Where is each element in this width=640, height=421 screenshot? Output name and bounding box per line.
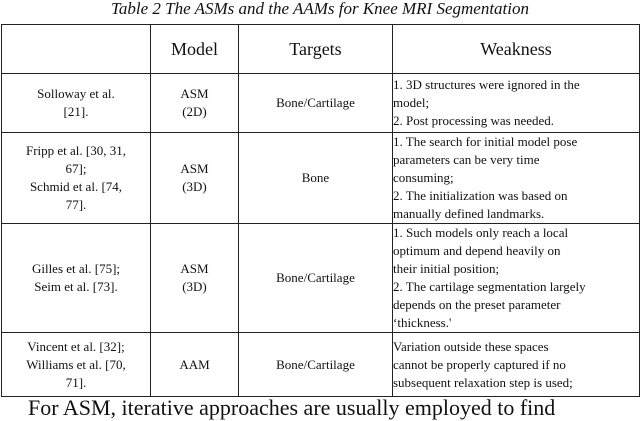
author-line: Gilles et al. [75]; — [31, 261, 121, 276]
author-line: Seim et al. [73]. — [34, 279, 118, 294]
author-line: [21]. — [63, 104, 89, 119]
model-cell: AAM — [150, 332, 239, 397]
table-row: Vincent et al. [32]; Williams et al. [70… — [1, 332, 640, 397]
table-row: Fripp et al. [30, 31, 67]; Schmid et al.… — [1, 132, 640, 224]
model-line: ASM — [180, 261, 209, 276]
weakness-cell: 1. Such models only reach a local optimu… — [392, 223, 640, 333]
author-cell: Fripp et al. [30, 31, 67]; Schmid et al.… — [1, 132, 151, 224]
weakness-line: 2. The initialization was based on — [393, 188, 568, 203]
header-model: Model — [150, 24, 239, 74]
table-caption: Table 2 The ASMs and the AAMs for Knee M… — [110, 0, 530, 18]
weakness-line: depends on the preset parameter — [393, 297, 561, 312]
author-line: Schmid et al. [74, — [29, 179, 123, 194]
model-cell: ASM (2D) — [150, 73, 239, 133]
weakness-line: 2. Post processing was needed. — [393, 113, 555, 128]
weakness-line: 2. The cartilage segmentation largely — [393, 279, 586, 294]
targets-cell: Bone/Cartilage — [238, 332, 393, 397]
weakness-line: 1. The search for initial model pose — [393, 134, 578, 149]
targets-cell: Bone/Cartilage — [238, 73, 393, 133]
table-row: Gilles et al. [75]; Seim et al. [73]. AS… — [1, 223, 640, 333]
model-cell: ASM (3D) — [150, 223, 239, 333]
targets-cell: Bone — [238, 132, 393, 224]
weakness-line: Variation outside these spaces — [393, 338, 549, 354]
author-line: Fripp et al. [30, 31, — [25, 143, 126, 158]
model-line: ASM — [180, 161, 209, 176]
author-line: Vincent et al. [32]; — [27, 338, 125, 354]
weakness-line: ‘thickness.' — [393, 315, 452, 330]
author-cell: Solloway et al. [21]. — [1, 73, 151, 133]
weakness-line: parameters can be very time — [393, 152, 540, 167]
author-line: 71]. — [65, 374, 87, 390]
weakness-line: subsequent relaxation step is used; — [393, 374, 573, 390]
weakness-line: 1. Such models only reach a local — [393, 225, 569, 240]
author-line: Williams et al. [70, — [26, 356, 126, 372]
header-weakness: Weakness — [392, 24, 640, 74]
author-line: Solloway et al. — [37, 86, 115, 101]
body-text-line: For ASM, iterative approaches are usuall… — [28, 395, 556, 420]
weakness-line: manually defined landmarks. — [393, 206, 545, 221]
table-row: Solloway et al. [21]. ASM (2D) Bone/Cart… — [1, 73, 640, 133]
model-line: ASM — [180, 86, 209, 101]
header-author — [1, 24, 151, 74]
weakness-cell: 1. 3D structures were ignored in the mod… — [392, 73, 640, 133]
author-line: 67]; — [65, 161, 87, 176]
author-line: 77]. — [65, 197, 87, 212]
weakness-line: optimum and depend heavily on — [393, 243, 561, 258]
weakness-cell: 1. The search for initial model pose par… — [392, 132, 640, 224]
weakness-line: their initial position; — [393, 261, 500, 276]
weakness-line: 1. 3D structures were ignored in the — [393, 77, 580, 92]
weakness-cell: Variation outside these spaces cannot be… — [392, 332, 640, 397]
model-cell: ASM (3D) — [150, 132, 239, 224]
segmentation-methods-table: Model Targets Weakness Solloway et al. [… — [1, 24, 640, 397]
targets-cell: Bone/Cartilage — [238, 223, 393, 333]
author-cell: Vincent et al. [32]; Williams et al. [70… — [1, 332, 151, 397]
model-line: (2D) — [182, 104, 207, 119]
model-line: AAM — [179, 356, 210, 372]
table-header-row: Model Targets Weakness — [1, 24, 640, 74]
model-line: (3D) — [182, 179, 207, 194]
weakness-line: cannot be properly captured if no — [393, 356, 566, 372]
model-line: (3D) — [182, 279, 207, 294]
weakness-line: consuming; — [393, 170, 454, 185]
header-targets: Targets — [238, 24, 393, 74]
author-cell: Gilles et al. [75]; Seim et al. [73]. — [1, 223, 151, 333]
weakness-line: model; — [393, 95, 430, 110]
